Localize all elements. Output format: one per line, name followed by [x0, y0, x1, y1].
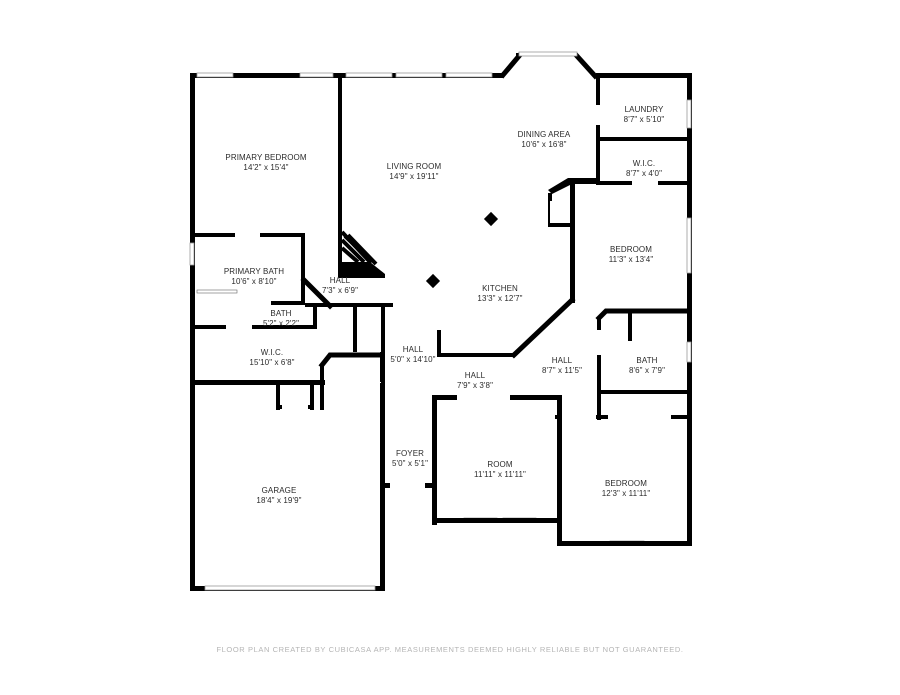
room-name: GARAGE: [261, 486, 297, 495]
room-name: HALL: [551, 356, 573, 365]
room-name: W.I.C.: [632, 159, 656, 168]
room-dimensions: 12'3" x 11'11": [601, 489, 651, 498]
room-name: PRIMARY BATH: [223, 267, 285, 276]
room-dimensions: 11'3" x 13'4": [608, 255, 654, 264]
room-label-living-room: LIVING ROOM 14'9" x 19'11": [387, 162, 441, 182]
room-label-foyer: FOYER 5'0" x 5'1": [392, 449, 428, 469]
room-name: HALL: [329, 276, 351, 285]
room-dimensions: 8'7" x 11'5": [541, 366, 583, 375]
room-name: BATH: [270, 309, 292, 318]
room-name: BEDROOM: [604, 479, 648, 488]
room-label-primary-bedroom: PRIMARY BEDROOM 14'2" x 15'4": [225, 153, 306, 173]
interior-walls: [190, 73, 692, 584]
room-label-dining-area: DINING AREA 10'6" x 16'8": [518, 130, 571, 150]
room-dimensions: 8'7" x 4'0": [625, 169, 663, 178]
room-label-bath-small: BATH 5'2" x 2'2": [263, 309, 299, 329]
room-name: ROOM: [487, 460, 513, 469]
room-name: HALL: [464, 371, 486, 380]
room-dimensions: 10'6" x 8'10": [231, 277, 277, 286]
room-name: FOYER: [395, 449, 425, 458]
room-label-room: ROOM 11'11" x 11'11": [474, 460, 526, 480]
room-name: W.I.C.: [260, 348, 284, 357]
room-dimensions: 5'0" x 5'1": [391, 459, 429, 468]
room-name: HALL: [402, 345, 424, 354]
room-name: BATH: [636, 356, 658, 365]
room-name: KITCHEN: [482, 284, 518, 293]
room-dimensions: 7'9" x 3'8": [456, 381, 494, 390]
room-label-hall-center: HALL 5'0" x 14'10": [390, 345, 435, 365]
room-label-wic-upper: W.I.C. 8'7" x 4'0": [626, 159, 662, 179]
room-name: BEDROOM: [609, 245, 653, 254]
room-label-bedroom-lower: BEDROOM 12'3" x 11'11": [602, 479, 651, 499]
room-dimensions: 14'2" x 15'4": [243, 163, 289, 172]
disclaimer-footer: FLOOR PLAN CREATED BY CUBICASA APP. MEAS…: [216, 645, 684, 654]
room-dimensions: 10'6" x 16'8": [521, 140, 567, 149]
room-label-garage: GARAGE 18'4" x 19'9": [256, 486, 301, 506]
room-dimensions: 7'3" x 6'9": [321, 286, 359, 295]
room-dimensions: 14'9" x 19'11": [389, 172, 439, 181]
room-label-hall-small: HALL 7'9" x 3'8": [457, 371, 493, 391]
room-label-kitchen: KITCHEN 13'3" x 12'7": [477, 284, 522, 304]
room-label-bath-right: BATH 8'6" x 7'9": [629, 356, 665, 376]
room-dimensions: 13'3" x 12'7": [477, 294, 523, 303]
room-dimensions: 5'0" x 14'10": [390, 355, 436, 364]
room-label-wic-lower: W.I.C. 15'10" x 6'8": [249, 348, 294, 368]
room-dimensions: 18'4" x 19'9": [256, 496, 302, 505]
room-name: DINING AREA: [517, 130, 571, 139]
room-dimensions: 15'10" x 6'8": [249, 358, 295, 367]
room-name: PRIMARY BEDROOM: [225, 153, 307, 162]
fixtures: [196, 211, 499, 294]
room-dimensions: 8'6" x 7'9": [628, 366, 666, 375]
room-label-hall-diag: HALL 7'3" x 6'9": [322, 276, 358, 296]
room-label-laundry: LAUNDRY 8'7" x 5'10": [624, 105, 665, 125]
room-dimensions: 8'7" x 5'10": [623, 115, 665, 124]
room-dimensions: 5'2" x 2'2": [262, 319, 300, 328]
room-name: LIVING ROOM: [386, 162, 442, 171]
room-name: LAUNDRY: [624, 105, 664, 114]
room-label-hall-right: HALL 8'7" x 11'5": [542, 356, 582, 376]
room-dimensions: 11'11" x 11'11": [474, 470, 526, 479]
room-label-primary-bath: PRIMARY BATH 10'6" x 8'10": [224, 267, 284, 287]
room-label-bedroom-right: BEDROOM 11'3" x 13'4": [609, 245, 654, 265]
